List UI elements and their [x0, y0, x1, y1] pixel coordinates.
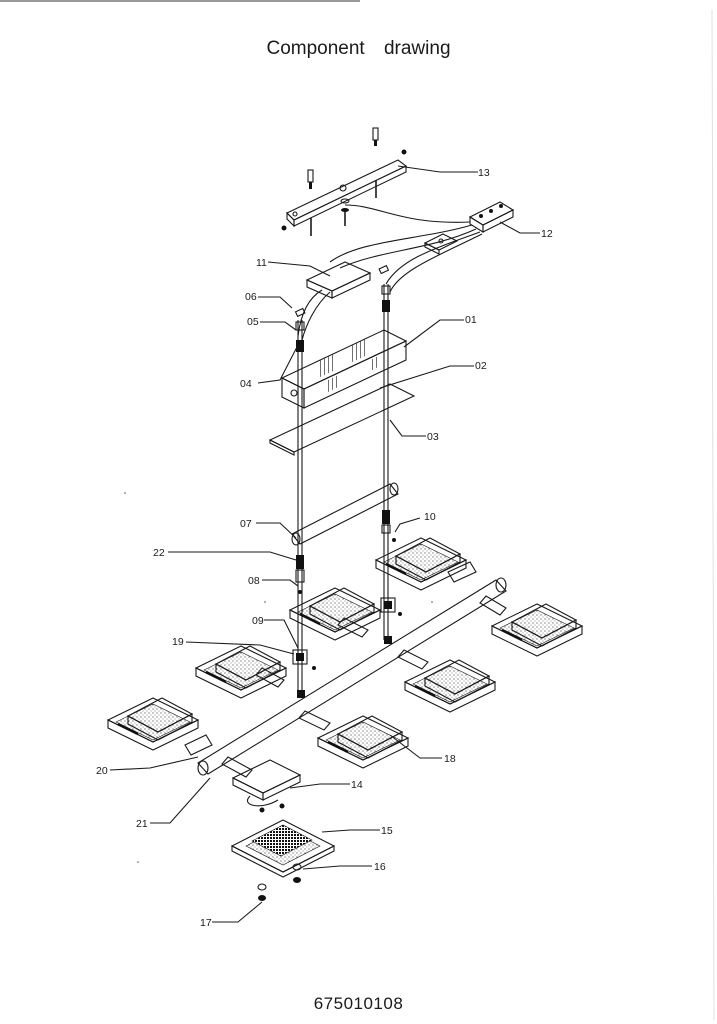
part-label-05: 05 [247, 316, 259, 328]
part-label-21: 21 [136, 818, 148, 830]
part-label-08: 08 [248, 575, 260, 587]
part-label-10: 10 [424, 511, 436, 523]
part-label-16: 16 [374, 861, 386, 873]
part-label-19: 19 [172, 636, 184, 648]
part-label-17: 17 [200, 917, 212, 929]
glass-diffuser-plate [230, 819, 336, 878]
part-label-13: 13 [478, 167, 490, 179]
fixing-nuts [257, 863, 302, 901]
part-label-01: 01 [465, 314, 477, 326]
cable-connectors [292, 597, 402, 698]
leader-lines [109, 165, 540, 923]
part-label-06: 06 [245, 291, 257, 303]
document-number: 675010108 [313, 994, 404, 1013]
lamp-head-detail [231, 759, 302, 813]
part-label-12: 12 [541, 228, 553, 240]
part-label-11: 11 [256, 257, 267, 269]
lamp-heads [106, 536, 584, 770]
part-labels: 13 12 11 06 05 01 02 04 03 07 10 22 08 0… [96, 167, 553, 929]
part-label-09: 09 [252, 615, 264, 627]
spreader-tube [291, 482, 399, 546]
part-label-04: 04 [240, 378, 252, 390]
ceiling-mounting-bar [281, 127, 408, 236]
part-label-18: 18 [444, 753, 456, 765]
part-label-03: 03 [427, 431, 439, 443]
part-label-07: 07 [240, 518, 252, 530]
ceiling-plate [268, 383, 416, 456]
part-label-02: 02 [475, 360, 487, 372]
canopy-box [280, 329, 408, 409]
driver-transformer [294, 261, 390, 318]
terminal-block [423, 201, 515, 255]
suspension-cables [295, 284, 396, 690]
drawing-title: Component drawing [266, 38, 451, 59]
part-label-14: 14 [351, 779, 363, 791]
part-label-22: 22 [153, 547, 165, 559]
part-label-20: 20 [96, 765, 108, 777]
part-label-15: 15 [381, 825, 393, 837]
